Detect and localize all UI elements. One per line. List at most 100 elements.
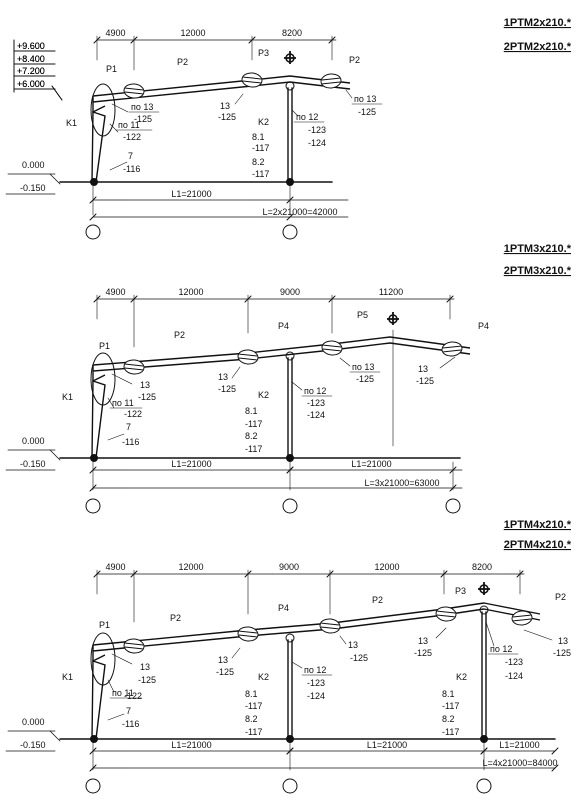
frame-1-callout-text: по 13	[131, 102, 153, 112]
frame-1-callout-text: по 13	[354, 94, 376, 104]
frame-3-base-k1	[90, 735, 98, 743]
frame-1-roof-bottom-chord	[92, 81, 351, 103]
frame-1-elevation-label: +9.600	[17, 41, 45, 51]
frame-3-callout-text: -117	[245, 701, 262, 711]
frame-2-member-p2: P2	[174, 330, 185, 340]
frame-3-joint-4	[435, 606, 457, 622]
frame-2-callout-text: -125	[416, 376, 434, 386]
frame-2-callout-text: -125	[138, 392, 156, 402]
frame-1-top-dim-tick	[328, 36, 336, 44]
frame-2-span-tick	[286, 466, 294, 474]
frame-1-elevation-label: +7.200	[17, 66, 45, 76]
frame-3-callout-leader	[107, 713, 125, 721]
frame-1-joint-1	[123, 83, 145, 99]
frame-2-callout-leader	[107, 433, 125, 441]
joint-ring	[123, 638, 145, 654]
frame-2-member-p4: P4	[278, 321, 289, 331]
frame-1-callout-text: по 11	[118, 120, 140, 130]
frame-2-callout-text: по 13	[352, 362, 374, 372]
frame-3-level-zero: 0.000	[22, 717, 45, 727]
labels-layer: 1PTM2x210.*2PTM2x210.*+9.600+8.400+7.200…	[17, 17, 572, 768]
frame-2-callout-text: -117	[245, 444, 262, 454]
frame-2-member-k2: K2	[258, 390, 269, 400]
frame-2-callout-leader	[107, 397, 115, 409]
frame-2-callout-text: по 12	[304, 386, 326, 396]
frame-1-joint-3	[320, 73, 342, 89]
frame-2-top-dim-3: 9000	[280, 287, 300, 297]
frame-3-callout-leader	[107, 679, 115, 693]
frame-2-top-dim-1: 4900	[105, 287, 125, 297]
frame-2-roof-bottom-chord	[92, 342, 471, 372]
frame-3-joint-3	[319, 618, 341, 634]
frame-3-member-p1: P1	[99, 620, 110, 630]
frame-1-member-p2: P2	[177, 57, 188, 67]
frame-3-member-p4: P4	[278, 603, 289, 613]
frame-3-callout-text: 8.1	[442, 689, 455, 699]
frame-2-joint-4	[441, 341, 463, 357]
joint-ring	[435, 606, 457, 622]
frame-3-callout-text: -117	[245, 727, 262, 737]
joint-ring	[237, 626, 259, 642]
frame-2-member-k1: K1	[62, 392, 73, 402]
frame-2-top-dim-tick	[93, 295, 101, 303]
frame-2-ridge-symbol	[387, 312, 399, 325]
frame-1-callout-text: 13	[220, 101, 230, 111]
frame-2-top-dim-tick	[130, 295, 138, 303]
joint-plate-line	[242, 80, 261, 84]
frame-1-callout-text: -122	[123, 132, 141, 142]
joint-plate-line	[320, 626, 339, 630]
frame-3-elevation-leader	[51, 85, 63, 101]
frame-3-elevation-label: +7.200	[17, 66, 45, 76]
frame-2-knee-haunch	[92, 365, 106, 383]
frame-2-span-dim-2: L1=21000	[351, 459, 391, 469]
frame-1-ridge-symbol	[284, 51, 296, 64]
frame-2-callout-text: -125	[356, 374, 374, 384]
joint-plate-line	[239, 630, 258, 634]
frame-1-level-zero: 0.000	[22, 160, 45, 170]
frame-1-joint-2	[241, 72, 263, 88]
frame-3-grid-axis-bubble	[282, 778, 298, 794]
frame-3-callout-text: -124	[505, 671, 523, 681]
frame-2-callout-text: 13	[218, 372, 228, 382]
frame-2-top-dim-tick	[244, 295, 252, 303]
joint-plate-line	[322, 81, 341, 85]
joint-plate-line	[238, 634, 257, 638]
frame-2-callout-text: -124	[307, 410, 325, 420]
frame-3-top-dim-tick	[130, 570, 138, 578]
frame-1-callout-leader	[345, 89, 353, 99]
frame-2-top-dim-2: 12000	[178, 287, 203, 297]
frame-2-span-tick	[449, 466, 457, 474]
frame-3-callout-text: по 11	[112, 688, 134, 698]
joint-ring	[123, 83, 145, 99]
frame-3-callout-text: -122	[124, 691, 142, 701]
frame-3-joint-1	[123, 638, 145, 654]
frame-1-span-dim-1: L1=21000	[171, 189, 211, 199]
frame-1-callout-text: -117	[252, 169, 269, 179]
joint-plate-line	[124, 646, 143, 650]
frame-1-level-minus: -0.150	[20, 183, 46, 193]
frame-2-callout-text: -125	[218, 384, 236, 394]
frame-3-total-tick	[551, 764, 559, 772]
frame-1-column-head	[285, 81, 295, 91]
frame-3-callout-text: -125	[216, 667, 234, 677]
frame-3-callout-text: -117	[442, 727, 459, 737]
frame-2-callout-text: по 11	[112, 398, 134, 408]
frame-3-callout-text: 8.1	[245, 689, 258, 699]
frame-3-callout-text: 8.2	[245, 714, 258, 724]
frame-2-callout-leader	[291, 381, 303, 391]
frame-3-joint-2	[237, 626, 259, 642]
joint-plate-line	[239, 353, 258, 357]
frame-3-member-p2: P2	[372, 595, 383, 605]
joint-plate-line	[321, 77, 340, 81]
frame-3-callout-leader	[339, 635, 347, 645]
frame-2-total-tick	[449, 484, 457, 492]
frame-3-callout-leader	[435, 627, 447, 639]
frame-1-roof-top-chord	[92, 75, 351, 97]
frame-1-callout-leader	[234, 93, 244, 105]
frame-1-callout-leader	[109, 123, 119, 133]
frame-3-span-tick	[89, 747, 97, 755]
frame-2-title-2: 2PTM3x210.*	[504, 265, 572, 277]
frame-3-base-k2	[480, 735, 488, 743]
frame-3-span-tick	[480, 747, 488, 755]
frame-3-callout-leader	[231, 647, 241, 659]
